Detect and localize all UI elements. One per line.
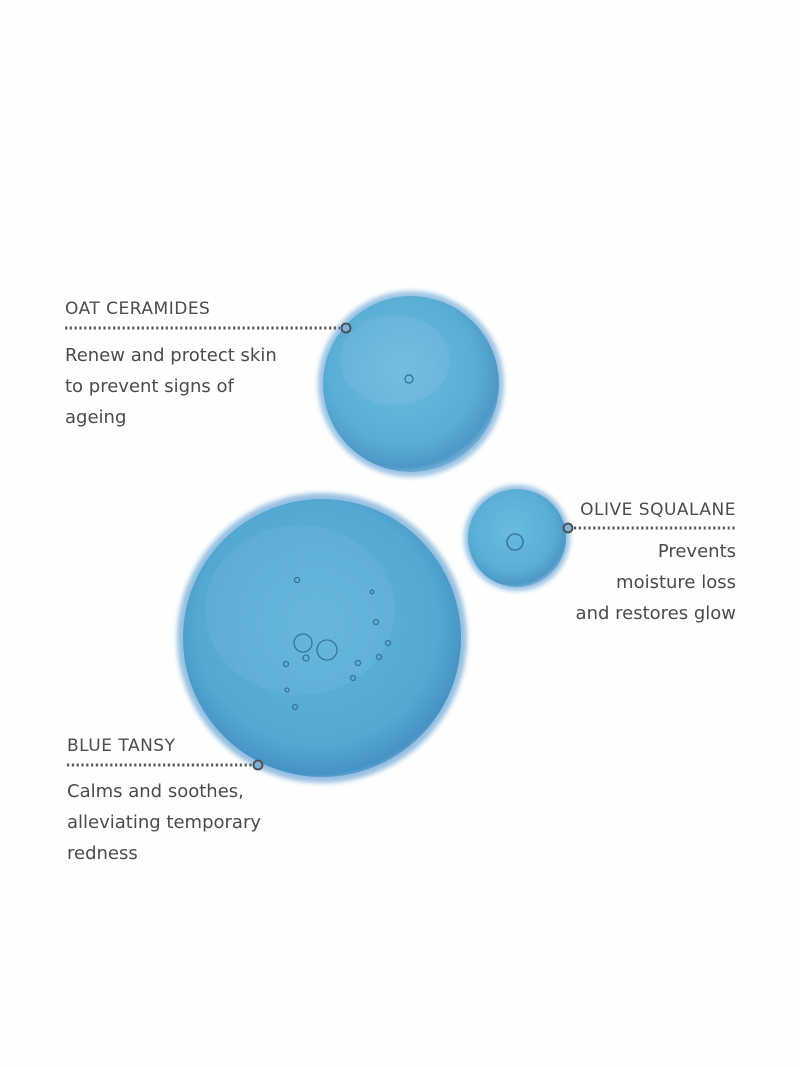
description-line: redness	[67, 843, 138, 864]
ingredient-title-blue-tansy: BLUE TANSY	[67, 736, 176, 756]
olive-squalane-droplet	[464, 485, 570, 591]
description-line: Renew and protect skin	[65, 345, 277, 366]
description-line: Prevents	[657, 541, 736, 562]
description-line: and restores glow	[575, 603, 736, 624]
description-line: alleviating temporary	[67, 812, 261, 833]
leader-line-blue-tansy	[67, 759, 264, 771]
leader-line-olive-squalane	[562, 522, 737, 534]
oat-ceramides-droplet	[318, 291, 504, 477]
ingredient-description-blue-tansy: Calms and soothes, alleviating temporary…	[67, 776, 261, 869]
blue-tansy-droplet	[177, 493, 467, 783]
ingredient-title-olive-squalane: OLIVE SQUALANE	[580, 500, 736, 520]
description-line: ageing	[65, 407, 127, 428]
ingredient-description-oat-ceramides: Renew and protect skin to prevent signs …	[65, 340, 277, 433]
description-line: moisture loss	[616, 572, 736, 593]
ingredient-description-olive-squalane: Prevents moisture loss and restores glow	[576, 536, 736, 629]
ingredient-title-oat-ceramides: OAT CERAMIDES	[65, 299, 211, 319]
leader-line-oat-ceramides	[65, 322, 352, 334]
description-line: Calms and soothes,	[67, 781, 244, 802]
description-line: to prevent signs of	[65, 376, 234, 397]
bubbles	[282, 576, 392, 711]
